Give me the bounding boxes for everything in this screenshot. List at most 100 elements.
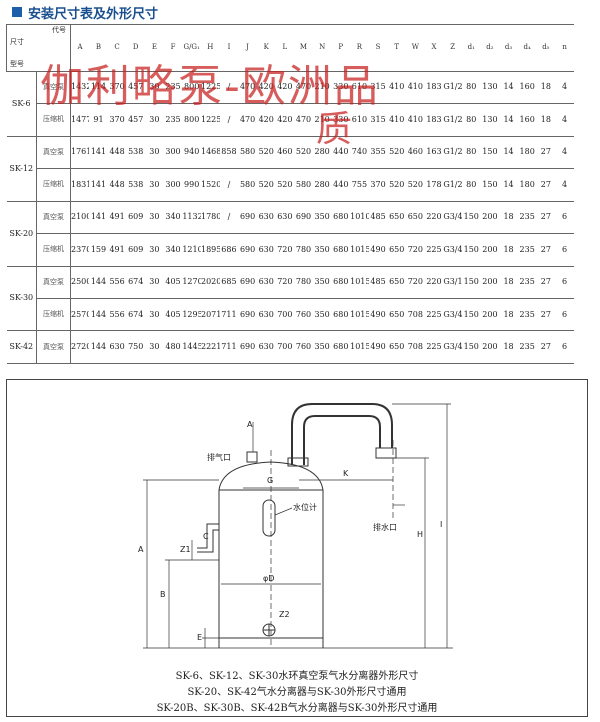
value-cell: 1270 (182, 265, 201, 299)
value-cell: 410 (406, 103, 425, 137)
value-cell: 30 (145, 265, 164, 299)
value-cell: 220 (424, 200, 444, 235)
value-cell: 685 (219, 265, 239, 299)
value-cell: 720 (406, 233, 425, 267)
value-cell: 780 (294, 265, 313, 299)
value-cell: 163 (424, 135, 444, 170)
value-cell: 460 (275, 135, 295, 170)
value-cell: G1/2″ (443, 70, 462, 105)
value-cell: G1/2″ (443, 103, 462, 137)
column-header: A (70, 24, 90, 72)
value-cell: 2720 (70, 330, 90, 364)
value-cell: 141 (89, 168, 108, 202)
value-cell: 30 (145, 233, 164, 267)
value-cell: 520 (275, 168, 295, 202)
value-cell: 1295/850 (182, 297, 201, 332)
column-header: C (107, 24, 127, 72)
value-cell: 2570 (70, 297, 90, 332)
tank-body (218, 490, 324, 639)
value-cell: 556 (107, 297, 127, 332)
value-cell: 27 (536, 297, 556, 332)
value-cell: / (219, 168, 239, 202)
table-row: 压缩机2370159491609303401210189568669063072… (7, 233, 574, 267)
value-cell: 520 (294, 135, 313, 170)
value-cell: 700 (275, 330, 295, 364)
value-cell: 410 (387, 103, 407, 137)
table-corner-cell: 代号尺寸型号 (6, 24, 71, 72)
label-h: H (417, 530, 424, 539)
value-cell: 4 (555, 70, 574, 105)
value-cell: G3/4 (443, 297, 462, 332)
value-cell: 490 (368, 297, 388, 332)
value-cell: 130 (480, 103, 500, 137)
label-level-gauge: 水位计 (293, 503, 317, 512)
table-row: 压缩机2570144556674304051295/85020717116906… (7, 297, 574, 332)
value-cell: 300 (163, 135, 183, 170)
value-cell: 80 (461, 103, 481, 137)
value-cell: 235 (517, 330, 537, 364)
value-cell: 538 (126, 168, 146, 202)
value-cell: 27 (536, 265, 556, 299)
value-cell: 18 (499, 330, 518, 364)
column-header: n (555, 24, 574, 72)
column-header: S (368, 24, 388, 72)
value-cell: 80 (461, 168, 481, 202)
value-cell: 350 (312, 200, 332, 235)
value-cell: 1895 (200, 233, 220, 267)
outline-drawing: A 排气口 G K 水位计 排水口 A B Z1 C φD H I Z2 E S… (6, 379, 588, 717)
value-cell: 18 (499, 265, 518, 299)
value-cell: 183 (424, 70, 444, 105)
value-cell: 150 (480, 135, 500, 170)
table-row: SK-6真空泵1432114370457302358001225/4704204… (6, 70, 574, 137)
value-cell: 235 (517, 200, 537, 235)
value-cell: 80 (461, 70, 481, 105)
value-cell: 2500 (70, 265, 90, 299)
value-cell: 755 (350, 168, 369, 202)
value-cell: 180 (517, 168, 537, 202)
label-k: K (343, 469, 349, 478)
value-cell: 144 (89, 330, 108, 364)
model-cell: SK-20 (6, 200, 37, 267)
value-cell: 350 (312, 330, 332, 364)
kind-cell: 压缩机 (36, 233, 71, 267)
column-header: I (219, 24, 239, 72)
column-header: N (312, 24, 332, 72)
value-cell: 141 (89, 200, 108, 235)
table-row: 压缩机1831141448538303009901520/58052052058… (7, 168, 574, 202)
value-cell: 144 (89, 297, 108, 332)
label-c: C (203, 532, 209, 541)
value-cell: 14 (499, 103, 518, 137)
value-cell: 27 (536, 168, 556, 202)
value-cell: 690 (238, 265, 257, 299)
value-cell: 30 (145, 297, 164, 332)
value-cell: 650 (387, 330, 407, 364)
kind-cell: 真空泵 (36, 135, 71, 170)
value-cell: 520 (387, 135, 407, 170)
value-cell: 200 (480, 330, 500, 364)
value-cell: 159 (89, 233, 108, 267)
value-cell: 630 (256, 233, 276, 267)
corner-label: 代号 (52, 26, 66, 34)
value-cell: 1010 (350, 200, 369, 235)
value-cell: 200 (480, 265, 500, 299)
label-exhaust: 排气口 (207, 453, 231, 462)
kind-cell: 真空泵 (36, 330, 71, 364)
value-cell: 609 (126, 233, 146, 267)
column-header: P (331, 24, 351, 72)
column-header: D (126, 24, 146, 72)
value-cell: 674 (126, 297, 146, 332)
column-header: J (238, 24, 257, 72)
value-cell: 780 (294, 233, 313, 267)
value-cell: G1/2″ (443, 168, 462, 202)
value-cell: 183 (424, 103, 444, 137)
value-cell: 448 (107, 168, 127, 202)
heading-title: 安装尺寸表及外形尺寸 (28, 6, 159, 22)
value-cell: 180 (517, 135, 537, 170)
value-cell: 490 (368, 233, 388, 267)
value-cell: G1/2″ (443, 135, 462, 170)
value-cell: 200 (480, 200, 500, 235)
value-cell: 940 (182, 135, 201, 170)
